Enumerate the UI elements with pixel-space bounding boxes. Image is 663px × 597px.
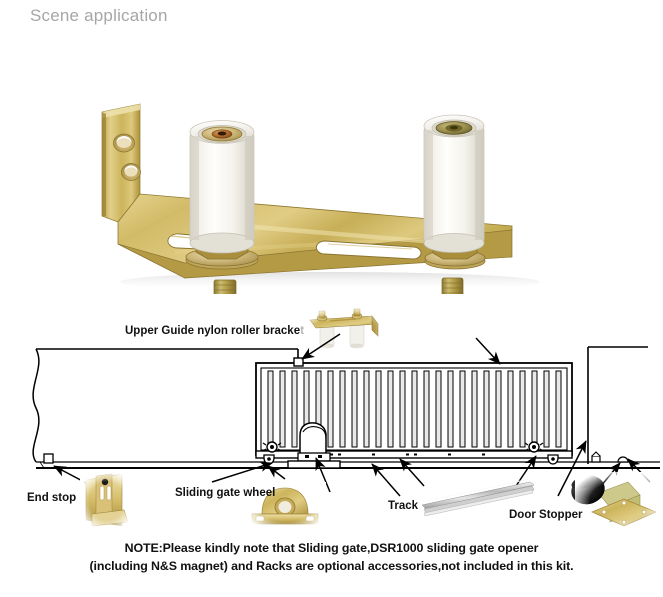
label-door-stopper: Door Stopper [509,509,583,521]
inset-upper-guide-roller-bracket [300,304,390,356]
photo-sliding-gate-wheel [246,482,326,530]
gate-pickets [267,370,562,448]
bracket-vertical-flange [101,103,141,223]
photo-track [421,478,535,517]
gate-bogie-right [524,441,544,453]
right-gate-post [587,346,648,464]
gate-rack [330,453,485,456]
note-text: NOTE:Please kindly note that Sliding gat… [0,540,663,576]
label-sliding-gate-wheel: Sliding gate wheel [175,487,275,499]
base-plate-slot-right [315,240,422,260]
ground-fitting-right-b [617,456,629,463]
note-line-2: (including N&S magnet) and Racks are opt… [89,558,574,573]
page-title: Scene application [30,6,168,25]
label-track: Track [388,500,419,512]
scene-diagram: Upper Guide nylon roller bracket [0,296,663,546]
boundary-wall [32,348,298,463]
label-upper-guide-nylon-roller-bracket: Upper Guide nylon roller bracket [125,325,304,337]
note-line-1: NOTE:Please kindly note that Sliding gat… [124,541,539,555]
end-stop-marker [43,453,54,464]
photo-end-stop [80,472,134,530]
sliding-gate-opener-motor [287,422,341,469]
nylon-roller-left [185,120,259,270]
gate-bogie-left [262,441,282,453]
nylon-roller-right [423,114,486,270]
threaded-stud-right [441,277,464,294]
gate-ground-wheel-left [263,454,275,465]
hero-product-image [0,44,663,294]
label-end-stop: End stop [27,492,76,504]
photo-door-stopper [571,472,663,530]
gate-top-guide-block [293,357,304,367]
threaded-stud-left [213,279,237,294]
ground-fitting-right-a [591,451,601,463]
gate-ground-wheel-right [547,454,559,465]
